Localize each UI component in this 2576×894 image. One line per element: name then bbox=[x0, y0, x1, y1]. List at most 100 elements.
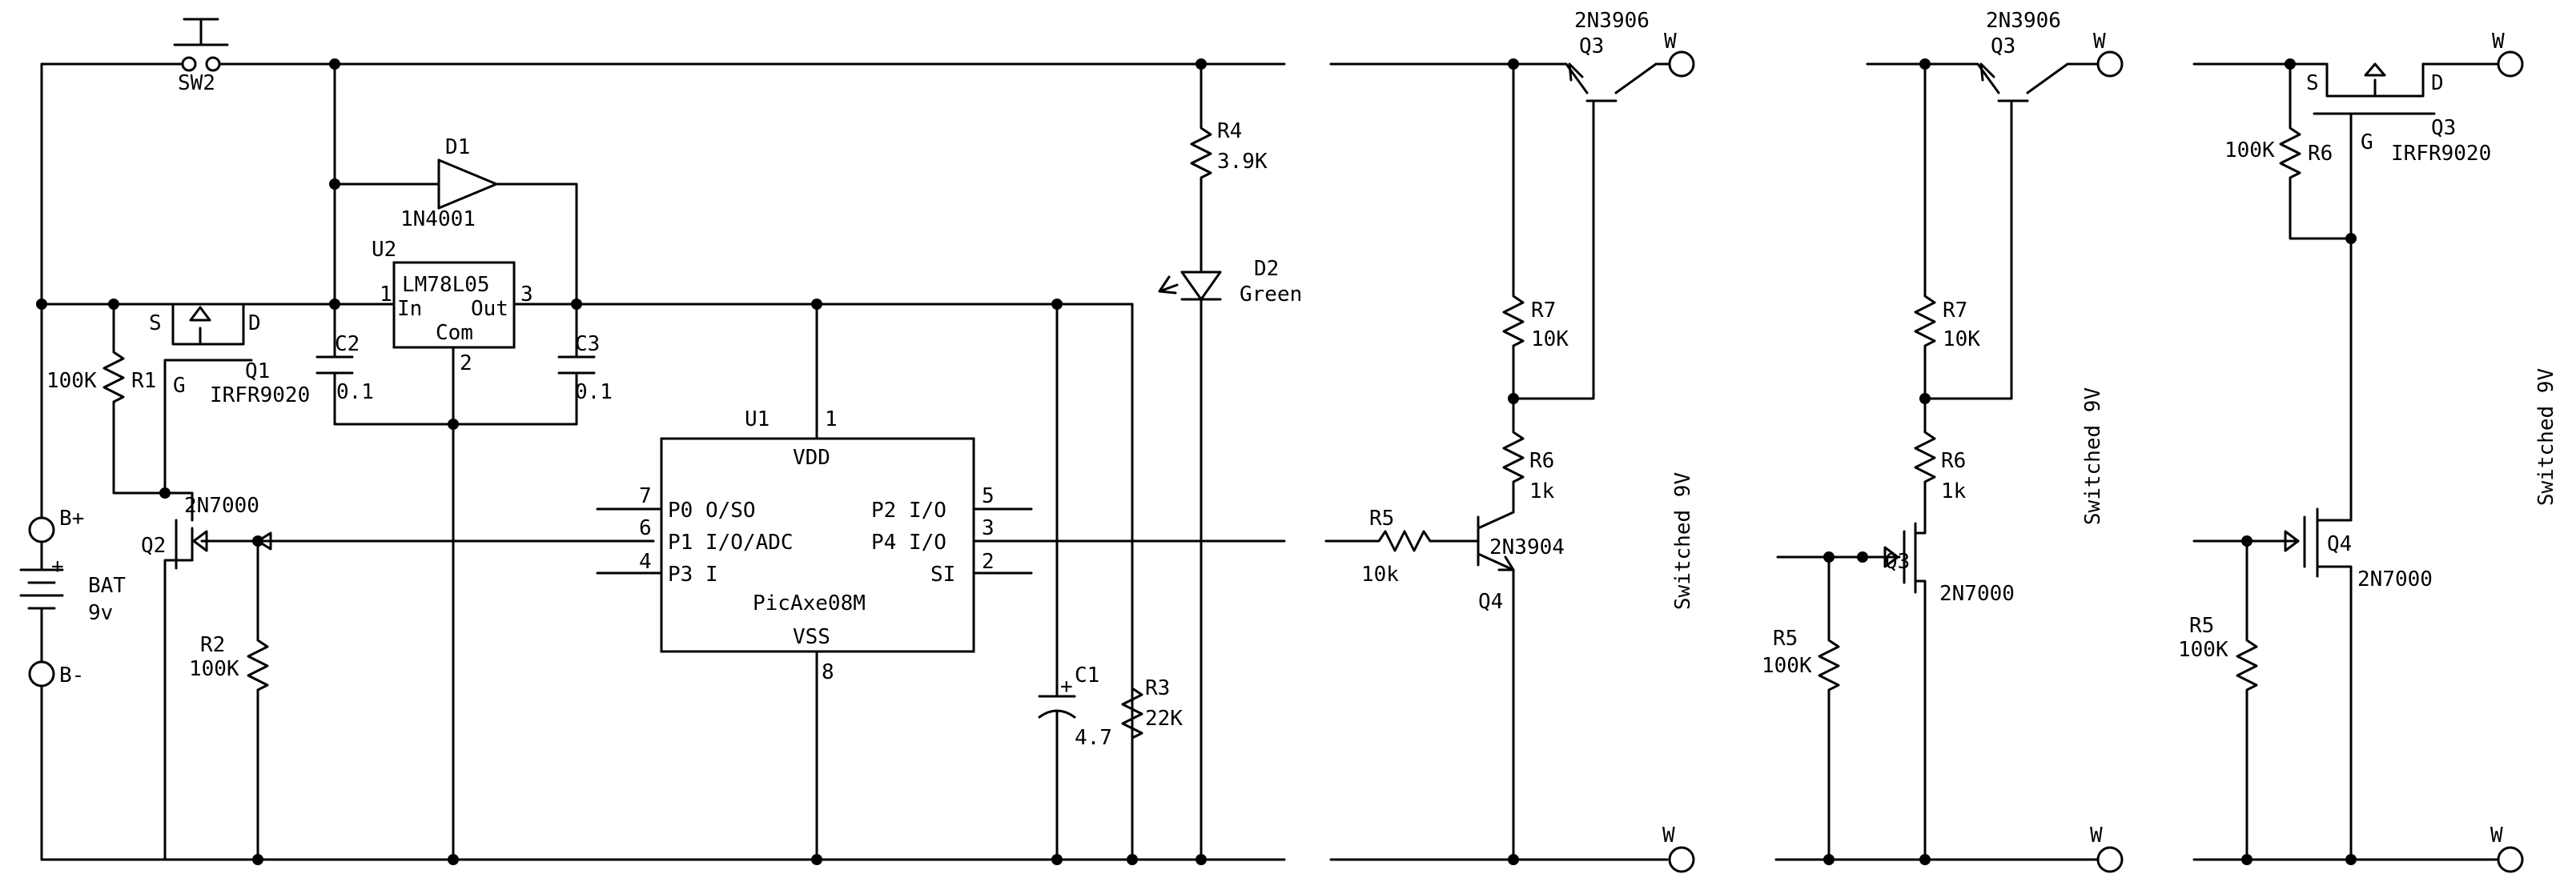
r3-value: 22K bbox=[1145, 707, 1183, 731]
u1-vss: VSS bbox=[793, 625, 830, 649]
vc-q4-label: Q4 bbox=[2327, 532, 2352, 556]
u1-vdd: VDD bbox=[793, 446, 830, 470]
u2-out-label: Out bbox=[471, 297, 508, 321]
c2-label: C2 bbox=[335, 332, 360, 356]
r4-label: R4 bbox=[1217, 119, 1242, 143]
main-circuit: SW2 D1 1N4001 U2 LM78L05 In Out Com 1 3 … bbox=[19, 18, 1302, 865]
variant-a: 2N3906 Q3 W R7 10K R6 1k R5 10k 2N3904 Q… bbox=[1324, 9, 1695, 873]
u1-p0: P0 O/SO bbox=[668, 499, 756, 523]
u2-in-label: In bbox=[397, 297, 422, 321]
d2-led: D2 Green bbox=[1158, 257, 1302, 861]
vc-r5-label: R5 bbox=[2189, 614, 2214, 638]
d1-label: D1 bbox=[445, 135, 470, 159]
vb-r6-label: R6 bbox=[1941, 449, 1966, 473]
vc-q3-label: Q3 bbox=[2431, 116, 2456, 140]
vc-r6-label: R6 bbox=[2308, 142, 2333, 166]
va-q3-part: 2N3906 bbox=[1574, 9, 1650, 33]
vc-q3-d: D bbox=[2431, 71, 2444, 95]
u2-com-label: Com bbox=[436, 321, 473, 345]
va-q3-label: Q3 bbox=[1579, 34, 1604, 58]
vb-w-bot: W bbox=[2090, 824, 2103, 848]
b-minus-label: B- bbox=[59, 663, 84, 688]
u1-pin2: 2 bbox=[982, 550, 995, 574]
va-r6-label: R6 bbox=[1529, 449, 1554, 473]
va-r7-label: R7 bbox=[1531, 299, 1556, 323]
vb-switched-label: Switched 9V bbox=[2081, 387, 2105, 525]
vc-switched-label: Switched 9V bbox=[2534, 368, 2558, 506]
vc-q3-s: S bbox=[2306, 71, 2319, 95]
q1-label: Q1 bbox=[245, 359, 270, 383]
bat-plus: + bbox=[51, 555, 64, 579]
r4-value: 3.9K bbox=[1217, 150, 1268, 174]
vc-r5-value: 100K bbox=[2178, 638, 2228, 662]
battery: B+ + BAT 9v B- bbox=[19, 507, 126, 688]
r4-resistor: R4 3.9K bbox=[1190, 62, 1268, 274]
c1-capacitor: + C1 4.7 bbox=[1038, 303, 1112, 861]
vc-r6-value: 100K bbox=[2224, 138, 2275, 162]
d1-part: 1N4001 bbox=[400, 207, 476, 231]
u1-pin3: 3 bbox=[982, 516, 995, 540]
vb-r5-value: 100K bbox=[1762, 654, 1812, 678]
vb-q3-label: Q3 bbox=[1991, 34, 2015, 58]
c1-plus: + bbox=[1060, 675, 1073, 699]
vb-r7-label: R7 bbox=[1943, 299, 1967, 323]
vb-r6-value: 1k bbox=[1941, 479, 1967, 503]
r2-label: R2 bbox=[200, 633, 225, 657]
u1-pin4: 4 bbox=[639, 550, 652, 574]
vc-w-bot: W bbox=[2490, 824, 2503, 848]
d1-diode: D1 1N4001 bbox=[333, 135, 578, 306]
va-q4-part: 2N3904 bbox=[1489, 535, 1565, 559]
r3-label: R3 bbox=[1145, 676, 1170, 700]
r1-resistor: 100K R1 bbox=[46, 303, 167, 495]
vb-q3-part: 2N3906 bbox=[1986, 9, 2061, 33]
vb-qn-label: Q3 bbox=[1885, 550, 1910, 574]
u2-part: LM78L05 bbox=[402, 273, 490, 297]
va-q4-label: Q4 bbox=[1478, 590, 1503, 614]
q1-part: IRFR9020 bbox=[210, 383, 310, 407]
u2-pin1: 1 bbox=[380, 283, 392, 307]
u1-label: U1 bbox=[745, 407, 770, 431]
vc-w-top: W bbox=[2492, 30, 2505, 54]
u2-label: U2 bbox=[372, 238, 396, 262]
c1-value: 4.7 bbox=[1075, 726, 1112, 750]
u1-pin8: 8 bbox=[822, 660, 834, 684]
c3-value: 0.1 bbox=[575, 380, 613, 404]
u1-pin1: 1 bbox=[825, 407, 838, 431]
variant-c: S D G Q3 IRFR9020 W 100K R6 Q4 2N7000 R5… bbox=[2178, 30, 2558, 873]
vc-q3-part: IRFR9020 bbox=[2391, 142, 2491, 166]
c2-value: 0.1 bbox=[336, 380, 374, 404]
d2-label: D2 bbox=[1254, 257, 1279, 281]
sw2-label: SW2 bbox=[178, 71, 215, 95]
c2-capacitor: C2 0.1 bbox=[315, 303, 374, 426]
u2-pin3: 3 bbox=[520, 283, 533, 307]
q2-part: 2N7000 bbox=[184, 494, 259, 518]
q2-gate-arrow bbox=[256, 531, 272, 551]
c3-capacitor: C3 0.1 bbox=[557, 303, 613, 426]
c1-label: C1 bbox=[1075, 663, 1099, 688]
q1-d: D bbox=[248, 311, 261, 335]
va-r6-value: 1k bbox=[1529, 479, 1555, 503]
r2-value: 100K bbox=[189, 657, 239, 681]
vc-q3-g: G bbox=[2361, 130, 2373, 154]
u1-pin5: 5 bbox=[982, 484, 995, 508]
u1-pin7: 7 bbox=[639, 484, 652, 508]
vb-r7-value: 10K bbox=[1943, 327, 1980, 351]
r1-value: 100K bbox=[46, 369, 97, 393]
u2-pin2: 2 bbox=[460, 351, 472, 375]
r3-resistor: R3 22K bbox=[1121, 303, 1183, 861]
va-r5-value: 10k bbox=[1361, 563, 1399, 587]
bat-value: 9v bbox=[88, 601, 113, 625]
u1-part: PicAxe08M bbox=[753, 591, 866, 615]
va-w-top: W bbox=[1664, 30, 1677, 54]
q1-pmosfet: S D G Q1 IRFR9020 bbox=[149, 303, 310, 490]
r1-label: R1 bbox=[131, 369, 156, 393]
q2-label: Q2 bbox=[141, 534, 166, 558]
u1-p4: P4 I/O bbox=[871, 531, 946, 555]
d2-value: Green bbox=[1240, 283, 1302, 307]
u1-p1: P1 I/O/ADC bbox=[668, 531, 794, 555]
u1-microcontroller: U1 1 VDD VSS 8 PicAxe08M 7 6 4 5 3 2 P0 … bbox=[596, 303, 1286, 861]
c3-label: C3 bbox=[575, 332, 600, 356]
bat-label: BAT bbox=[88, 574, 126, 598]
